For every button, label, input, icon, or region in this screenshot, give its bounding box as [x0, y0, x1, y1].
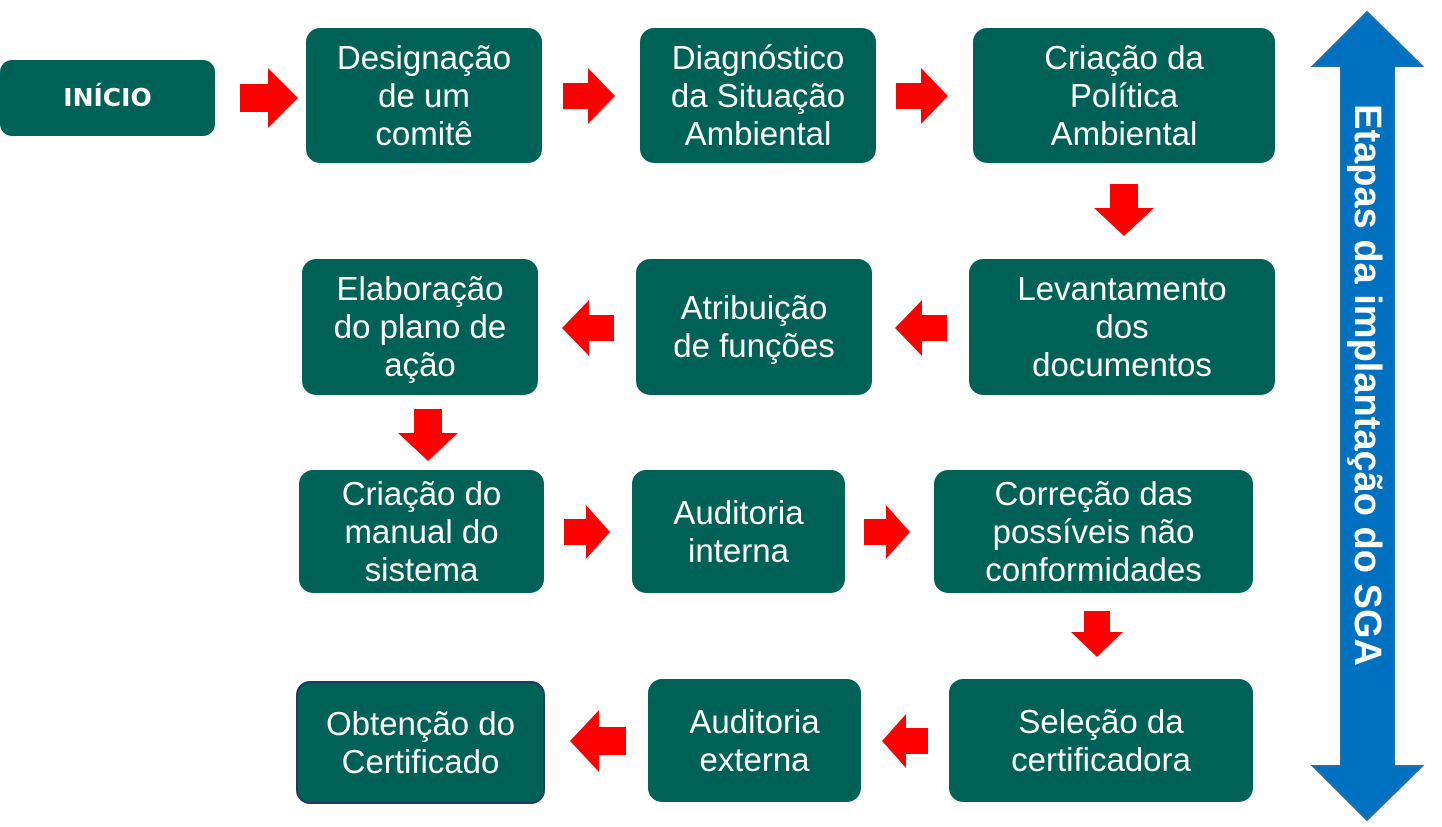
arrow-right-icon: [563, 68, 615, 124]
step-selecao: Seleção da certificadora: [949, 679, 1253, 802]
step-diagnostico: Diagnóstico da Situação Ambiental: [640, 28, 876, 163]
arrow-right-icon: [564, 505, 610, 559]
step-atribuicao: Atribuição de funções: [636, 259, 872, 395]
arrow-right-icon: [240, 68, 298, 128]
step-auditoria-interna: Auditoria interna: [632, 470, 845, 593]
arrow-right-icon: [864, 505, 910, 559]
step-auditoria-externa: Auditoria externa: [648, 679, 861, 802]
step-levantamento: Levantamento dos documentos: [969, 259, 1275, 395]
step-designacao: Designação de um comitê: [306, 28, 542, 163]
arrow-right-icon: [896, 68, 948, 124]
step-obtencao: Obtenção do Certificado: [296, 681, 545, 804]
step-correcao: Correção das possíveis não conformidades: [934, 470, 1253, 593]
arrow-left-icon: [562, 300, 614, 356]
arrow-left-icon: [895, 300, 947, 356]
step-criacao-manual: Criação do manual do sistema: [299, 470, 544, 593]
arrow-down-icon: [1071, 611, 1123, 657]
arrow-left-icon: [882, 714, 928, 768]
arrow-down-icon: [1094, 184, 1154, 236]
arrow-down-icon: [398, 409, 458, 461]
double-arrow-icon: [1310, 10, 1425, 822]
side-label: Etapas da implantação do SGA: [1346, 104, 1388, 666]
arrow-left-icon: [570, 710, 626, 772]
step-inicio: INÍCIO: [0, 60, 215, 136]
step-criacao-politica: Criação da Política Ambiental: [973, 28, 1275, 163]
step-elaboracao: Elaboração do plano de ação: [302, 259, 538, 395]
